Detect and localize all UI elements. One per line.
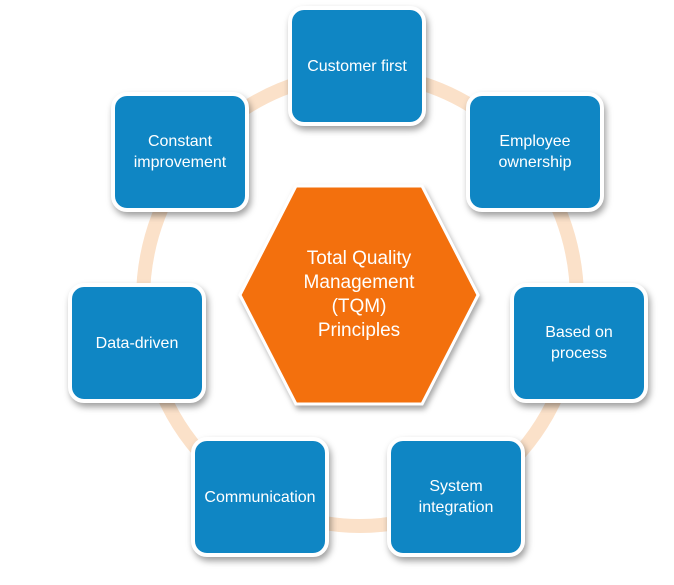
center-label-line: (TQM) <box>331 296 387 317</box>
node-label-line: Data-driven <box>95 334 179 352</box>
node-label-line: Based on <box>545 324 613 341</box>
node-customer-first: Customer first <box>288 6 426 126</box>
center-label-line: Total Quality <box>306 248 412 269</box>
node-data-driven: Data-driven <box>68 283 206 403</box>
center-label-line: Management <box>303 272 415 293</box>
node-label-line: integration <box>418 499 494 516</box>
node-label-line: System <box>429 478 483 495</box>
node-label-line: ownership <box>498 154 572 171</box>
node-label-line: process <box>550 345 607 362</box>
node-constant-improvement: Constant improvement <box>111 92 249 212</box>
node-label-line: improvement <box>133 154 227 171</box>
node-system-integration: System integration <box>387 437 525 557</box>
center-label: Total Quality Management (TQM) Principle… <box>280 186 438 404</box>
node-based-on-process: Based on process <box>510 283 648 403</box>
node-employee-ownership: Employee ownership <box>466 92 604 212</box>
center-label-line: Principles <box>317 320 401 341</box>
node-label-line: Customer first <box>307 57 407 75</box>
tqm-center-hexagon: Total Quality Management (TQM) Principle… <box>238 184 480 406</box>
node-communication: Communication <box>191 437 329 557</box>
hexagon-shape <box>238 184 480 406</box>
node-label-line: Employee <box>499 133 571 150</box>
node-label-line: Communication <box>204 488 316 506</box>
node-label-line: Constant <box>147 133 213 150</box>
